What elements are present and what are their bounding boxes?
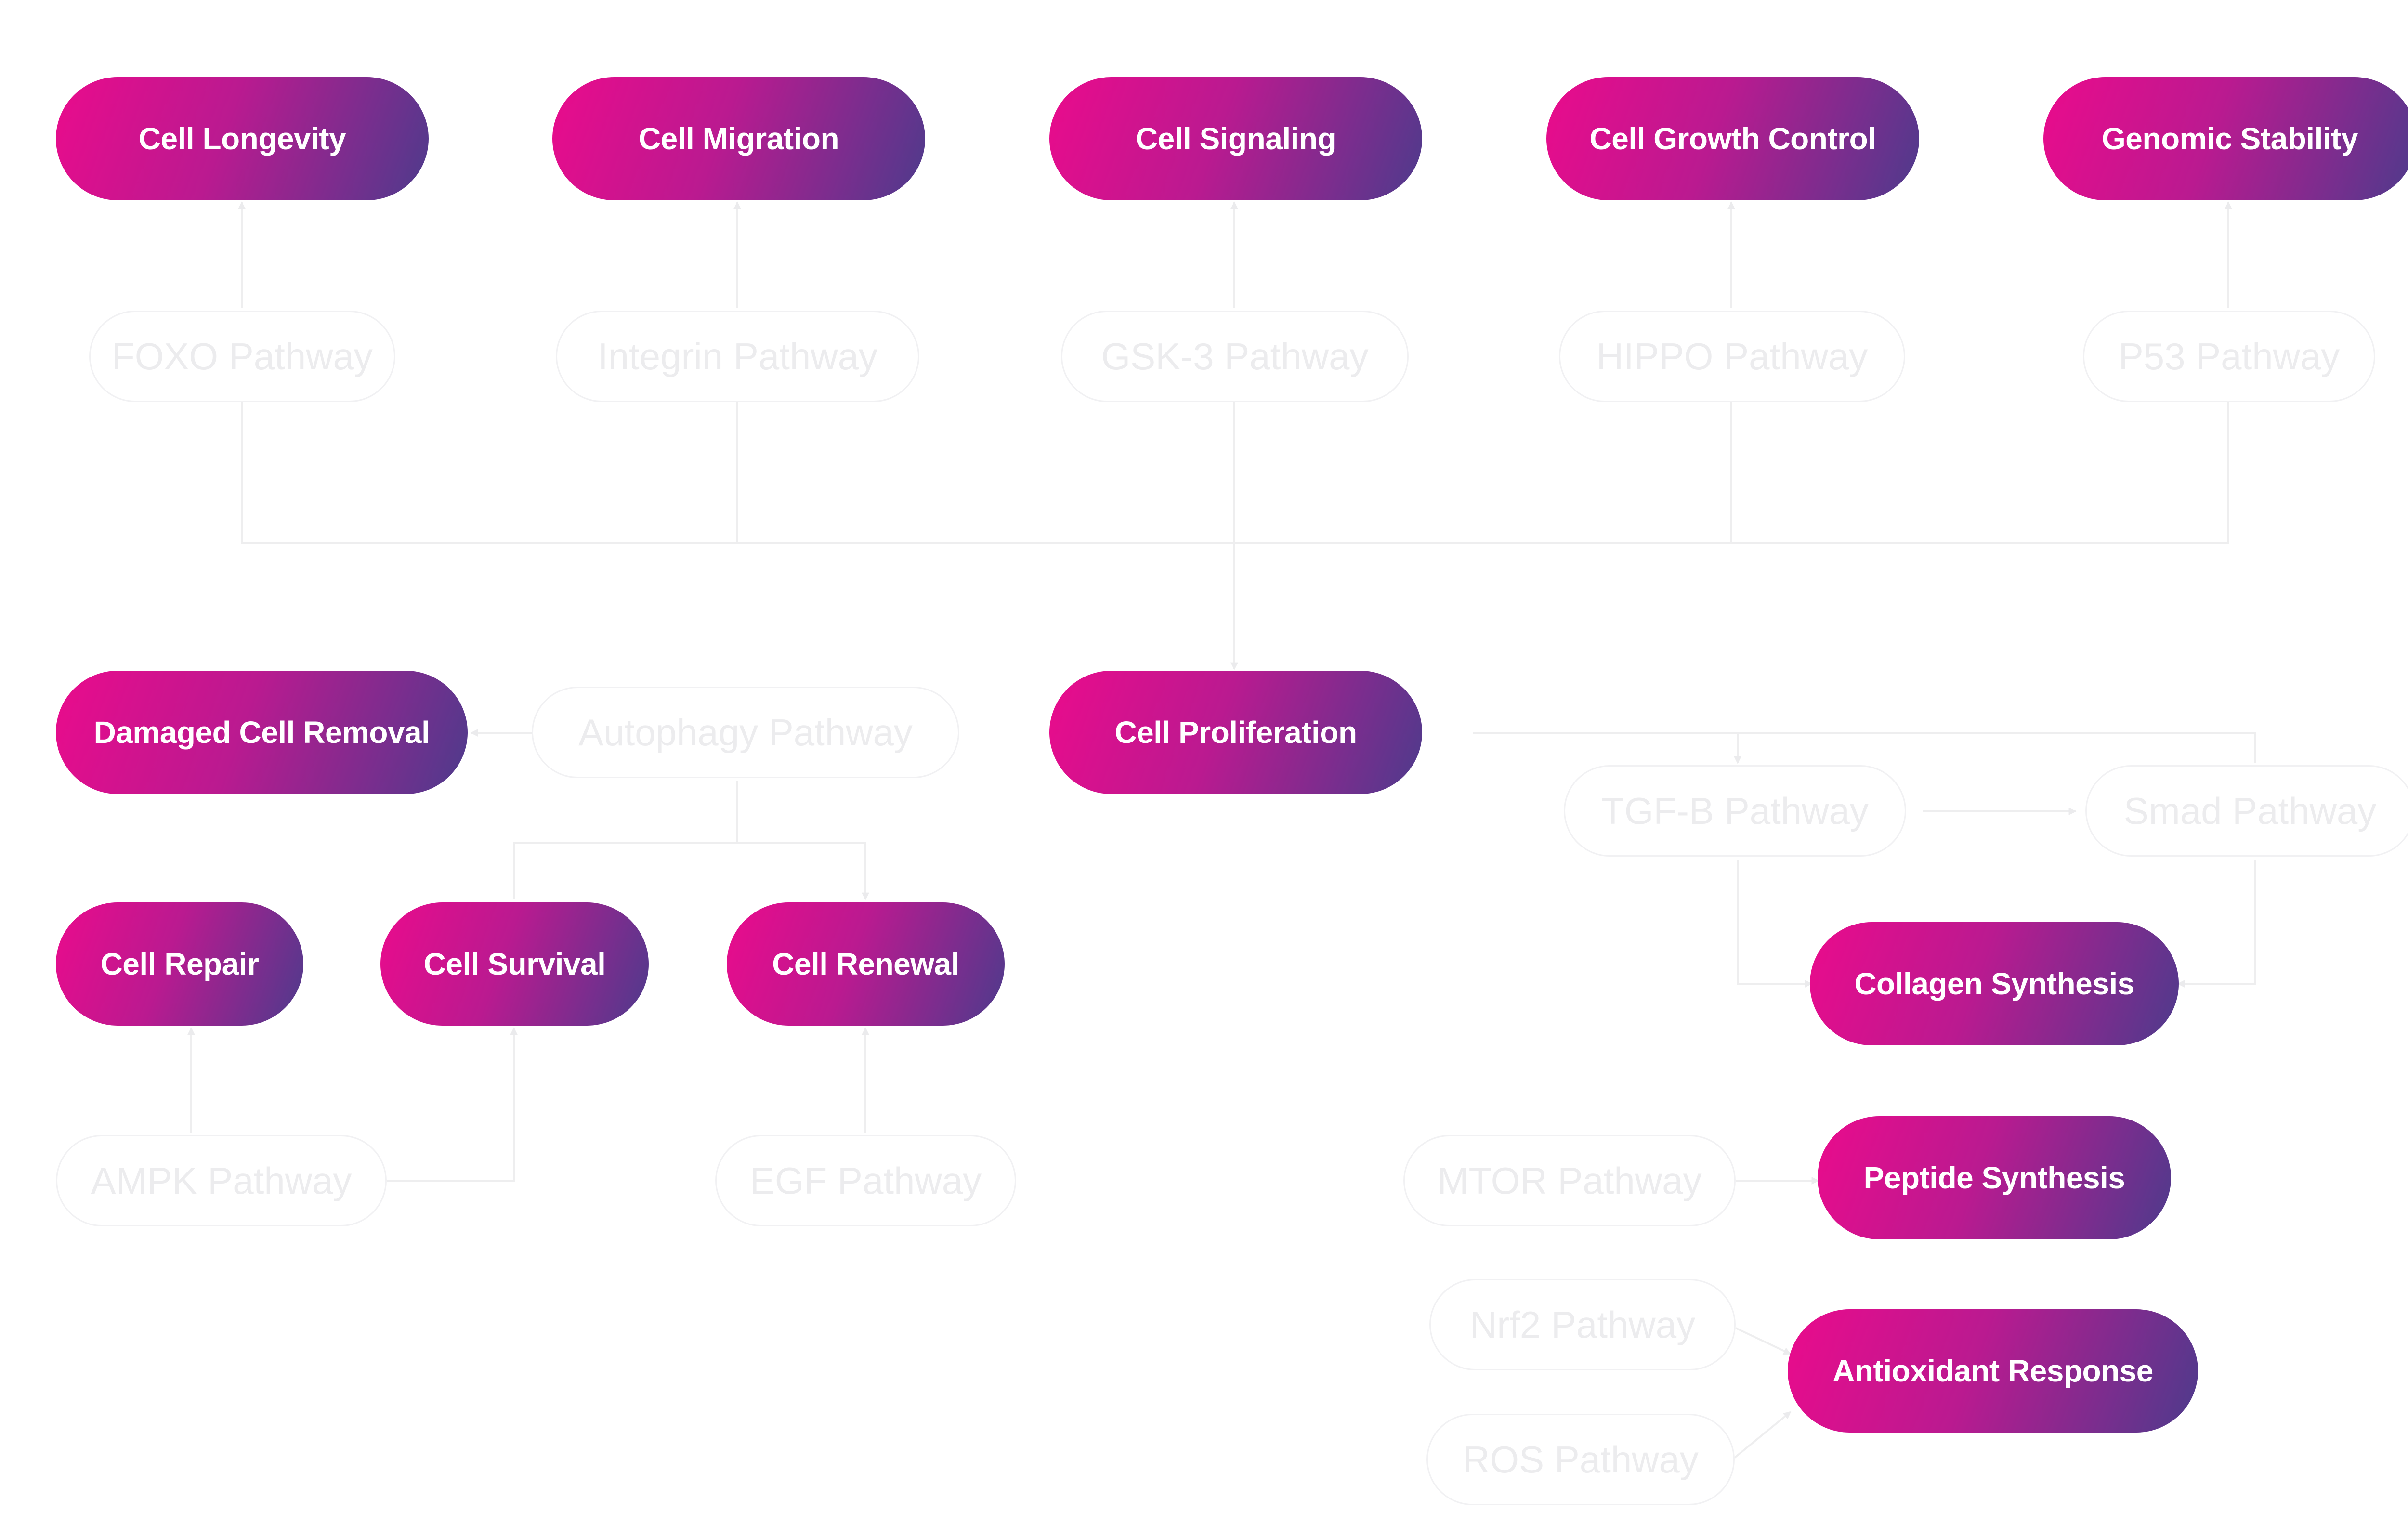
branch-autophagy-to-survival-renewal — [513, 781, 865, 899]
node-egf-pathway: EGF Pathway — [715, 1135, 1016, 1226]
arrow-tgfb-to-collagen-synthesis — [1737, 860, 1813, 988]
node-tgfb-pathway: TGF-B Pathway — [1564, 765, 1906, 857]
node-damaged-cell-removal: Damaged Cell Removal — [56, 671, 468, 794]
node-cell-signaling: Cell Signaling — [1049, 77, 1422, 200]
node-cell-longevity: Cell Longevity — [56, 77, 429, 200]
branch-proliferation-to-tgfb-smad — [1473, 732, 2256, 763]
node-p53-pathway: P53 Pathway — [2083, 311, 2375, 402]
arrow-ampk-to-cell-survival — [387, 1027, 518, 1182]
node-cell-migration: Cell Migration — [552, 77, 925, 200]
node-ros-pathway: ROS Pathway — [1426, 1414, 1735, 1505]
node-autophagy-pathway: Autophagy Pathway — [532, 687, 959, 778]
node-mtor-pathway: MTOR Pathway — [1403, 1135, 1736, 1226]
node-genomic-stability: Genomic Stability — [2043, 77, 2408, 200]
node-cell-growth-control: Cell Growth Control — [1546, 77, 1919, 200]
arrow-ros-to-antioxidant-response — [1734, 1411, 1792, 1459]
node-antioxidant-response: Antioxidant Response — [1788, 1309, 2198, 1433]
node-ampk-pathway: AMPK Pathway — [56, 1135, 387, 1226]
node-integrin-pathway: Integrin Pathway — [556, 311, 919, 402]
node-peptide-synthesis: Peptide Synthesis — [1818, 1116, 2171, 1239]
node-gsk3-pathway: GSK-3 Pathway — [1061, 311, 1409, 402]
node-cell-renewal: Cell Renewal — [727, 902, 1005, 1026]
node-nrf2-pathway: Nrf2 Pathway — [1429, 1279, 1736, 1370]
node-cell-repair: Cell Repair — [56, 902, 303, 1026]
node-smad-pathway: Smad Pathway — [2085, 765, 2408, 857]
node-foxo-pathway: FOXO Pathway — [89, 311, 395, 402]
arrow-nrf2-to-antioxidant-response — [1735, 1327, 1792, 1355]
node-cell-survival: Cell Survival — [380, 902, 649, 1026]
arrow-smad-to-collagen-synthesis — [2177, 860, 2256, 988]
node-cell-proliferation: Cell Proliferation — [1049, 671, 1422, 794]
node-collagen-synthesis: Collagen Synthesis — [1810, 922, 2179, 1045]
node-hippo-pathway: HIPPO Pathway — [1559, 311, 1905, 402]
